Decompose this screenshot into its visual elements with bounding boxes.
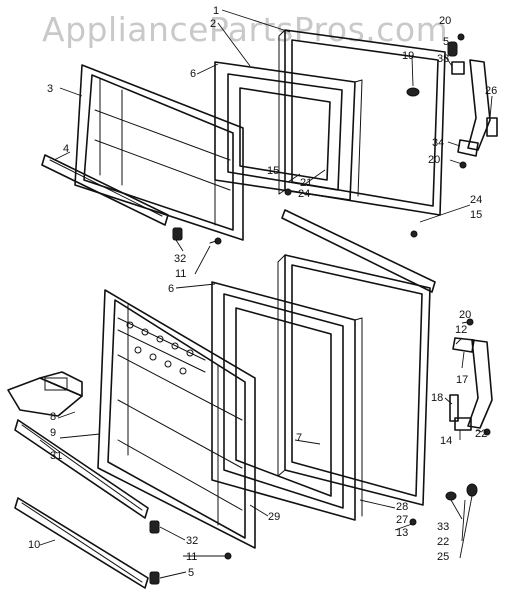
lower-fasteners [149,318,491,585]
upper-fasteners [172,33,467,245]
callout-2: 2 [210,18,216,30]
callout-20-lower: 20 [459,309,471,321]
callout-33: 33 [437,521,449,533]
fresh-food-door-liner [97,289,256,549]
callout-32-upper: 32 [174,253,186,265]
callout-20-top: 20 [439,15,451,27]
egg-tray [117,317,206,375]
callout-19: 19 [402,50,414,62]
callout-4: 4 [63,143,69,155]
callout-7: 7 [296,432,302,444]
callout-24-lower: 24 [470,194,482,206]
callout-13: 13 [396,527,408,539]
callout-28: 28 [396,501,408,513]
fresh-food-gasket [211,281,363,521]
callout-25: 25 [437,551,449,563]
callout-21: 21 [300,177,312,189]
callout-15-lower: 15 [470,209,482,221]
leader-lines [39,9,493,579]
callout-5: 5 [443,36,449,48]
freezer-gasket [214,61,363,201]
callout-3: 3 [47,83,53,95]
callouts: 1 2 3 4 6 21 15 24 24 15 20 5 38 19 26 3… [28,5,497,579]
shelf-bar-10 [14,497,149,589]
callout-6-lower: 6 [168,283,174,295]
callout-12: 12 [455,324,467,336]
callout-27: 27 [396,514,408,526]
callout-22-lower: 22 [437,536,449,548]
callout-38: 38 [437,53,449,65]
callout-18: 18 [431,392,443,404]
callout-22-hinge: 22 [475,428,487,440]
callout-31: 31 [50,450,62,462]
callout-5-lower: 5 [188,567,194,579]
upper-hinge [451,59,498,157]
callout-32-lower: 32 [186,535,198,547]
freezer-shelf-bar [41,154,169,226]
callout-10: 10 [28,539,40,551]
freezer-door-liner [74,64,244,241]
callout-8: 8 [50,411,56,423]
callout-17: 17 [456,374,468,386]
callout-9: 9 [50,427,56,439]
shelf-bar-31 [14,419,149,519]
callout-11-lower: 11 [186,551,197,563]
callout-24-upper: 24 [298,188,310,200]
callout-1: 1 [213,5,219,17]
callout-26: 26 [485,85,497,97]
callout-6-upper: 6 [190,68,196,80]
callout-29: 29 [268,511,280,523]
butter-compartment [7,371,83,417]
lower-hinge [449,337,493,431]
callout-20-upper-hinge: 20 [428,154,440,166]
callout-14: 14 [440,435,452,447]
freezer-trim-24 [281,209,436,293]
callout-34: 34 [432,137,444,149]
fresh-food-outer-door [277,254,431,506]
callout-15-upper: 15 [267,165,279,177]
callout-11-upper: 11 [175,268,186,280]
